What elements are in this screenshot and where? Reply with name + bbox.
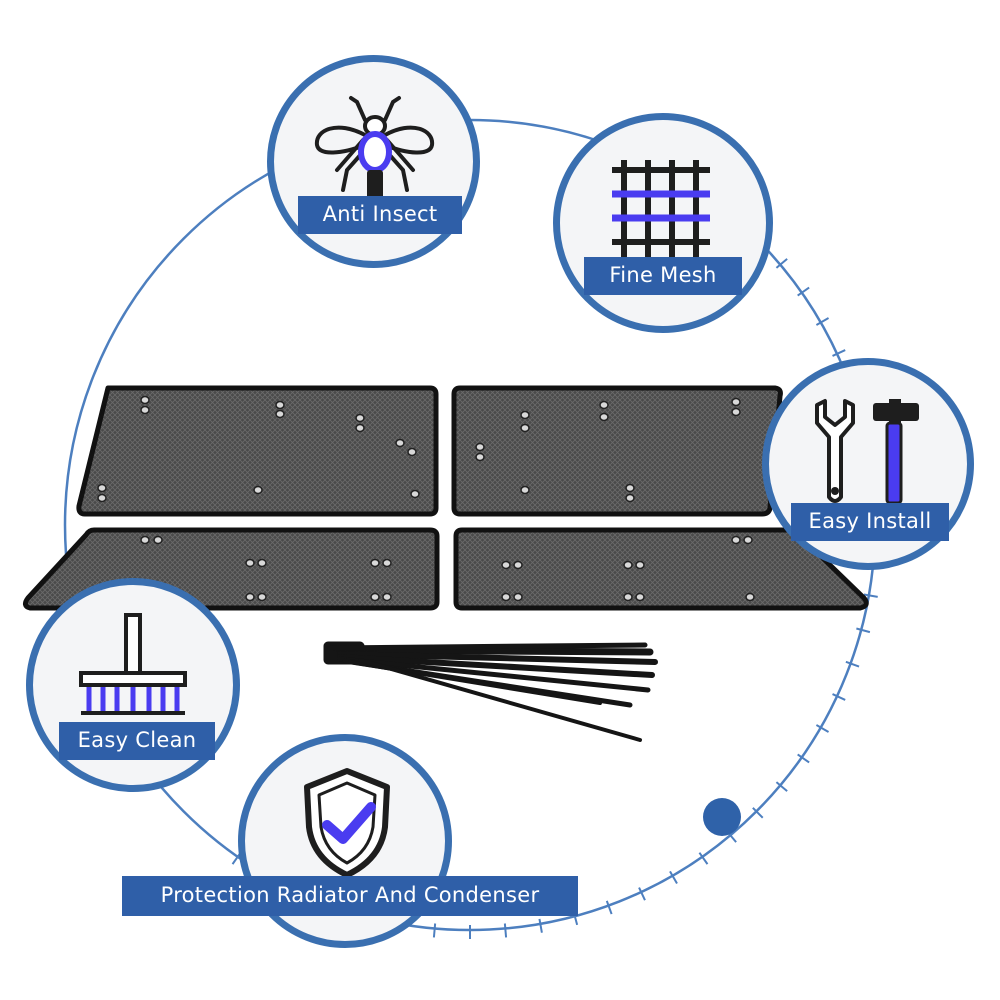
panel-clip: [513, 592, 523, 602]
panel-clip: [275, 409, 285, 419]
panel-clip: [245, 592, 255, 602]
panel-clip: [407, 447, 417, 457]
panel-clip: [97, 493, 107, 503]
panel-clip: [520, 423, 530, 433]
easy-install-label: Easy Install: [791, 503, 949, 541]
panel-clip: [410, 489, 420, 499]
fine-mesh-bubble: Fine Mesh: [553, 113, 773, 333]
mosquito-icon: [314, 96, 435, 208]
anti-insect-label: Anti Insect: [298, 196, 462, 234]
panel-clip: [253, 485, 263, 495]
brush-icon: [79, 613, 187, 715]
ring-tick: [503, 923, 508, 938]
protection-label: Protection Radiator And Condenser: [122, 876, 578, 916]
panel-clip: [153, 535, 163, 545]
panel-clip: [275, 400, 285, 410]
panel-clip: [355, 413, 365, 423]
ring-tick: [698, 852, 709, 865]
mesh-panel: [76, 385, 439, 517]
panel-clip: [245, 558, 255, 568]
panel-clip: [257, 592, 267, 602]
panel-clip: [745, 592, 755, 602]
panel-clip: [513, 560, 523, 570]
panel-clip: [520, 410, 530, 420]
anti-insect-bubble: Anti Insect: [267, 55, 480, 268]
ring-tick: [832, 693, 846, 701]
panel-clip: [520, 485, 530, 495]
panel-clip: [731, 535, 741, 545]
ring-tick: [797, 286, 810, 297]
panel-clip: [355, 423, 365, 433]
ring-tick: [605, 900, 613, 915]
panel-clip: [731, 407, 741, 417]
panel-clip: [97, 483, 107, 493]
panel-clip: [635, 560, 645, 570]
panel-clip: [475, 452, 485, 462]
panel-clip: [475, 442, 485, 452]
ring-tick: [669, 870, 678, 885]
wrench-hammer-icon: [815, 399, 919, 505]
ring-dot: [703, 798, 741, 836]
panel-clip: [623, 592, 633, 602]
ring-tick: [815, 317, 830, 326]
mesh-panels: [22, 385, 869, 611]
ring-tick: [845, 660, 860, 668]
ring-tick: [863, 593, 878, 598]
easy-install-bubble: Easy Install: [762, 358, 974, 570]
ring-tick: [638, 887, 646, 901]
cable-ties: [323, 641, 658, 742]
panel-clip: [635, 592, 645, 602]
panel-clip: [140, 405, 150, 415]
panel-clip: [140, 535, 150, 545]
panel-clip: [395, 438, 405, 448]
ring-tick: [775, 258, 788, 269]
panel-clip: [382, 592, 392, 602]
panel-clip: [743, 535, 753, 545]
ring-tick: [538, 918, 543, 933]
panel-clip: [625, 493, 635, 503]
fine-mesh-label: Fine Mesh: [584, 257, 742, 295]
panel-clip: [257, 558, 267, 568]
mesh-panel: [451, 385, 783, 517]
ring-tick: [775, 781, 788, 792]
panel-clip: [625, 483, 635, 493]
easy-clean-label: Easy Clean: [59, 722, 215, 760]
panel-clip: [370, 558, 380, 568]
panel-clip: [623, 560, 633, 570]
easy-clean-bubble: Easy Clean: [26, 578, 240, 792]
shield-check-icon: [304, 768, 390, 878]
panel-clip: [599, 400, 609, 410]
ring-tick: [832, 349, 846, 357]
ring-tick: [432, 923, 437, 938]
panel-clip: [599, 412, 609, 422]
panel-clip: [501, 560, 511, 570]
mesh-grid-icon: [612, 160, 710, 258]
ring-tick: [797, 753, 810, 764]
ring-tick: [752, 807, 764, 819]
panel-clip: [382, 558, 392, 568]
panel-clip: [501, 592, 511, 602]
ring-tick: [856, 627, 871, 634]
ring-tick: [815, 724, 830, 733]
panel-clip: [370, 592, 380, 602]
panel-clip: [731, 397, 741, 407]
panel-clip: [140, 395, 150, 405]
